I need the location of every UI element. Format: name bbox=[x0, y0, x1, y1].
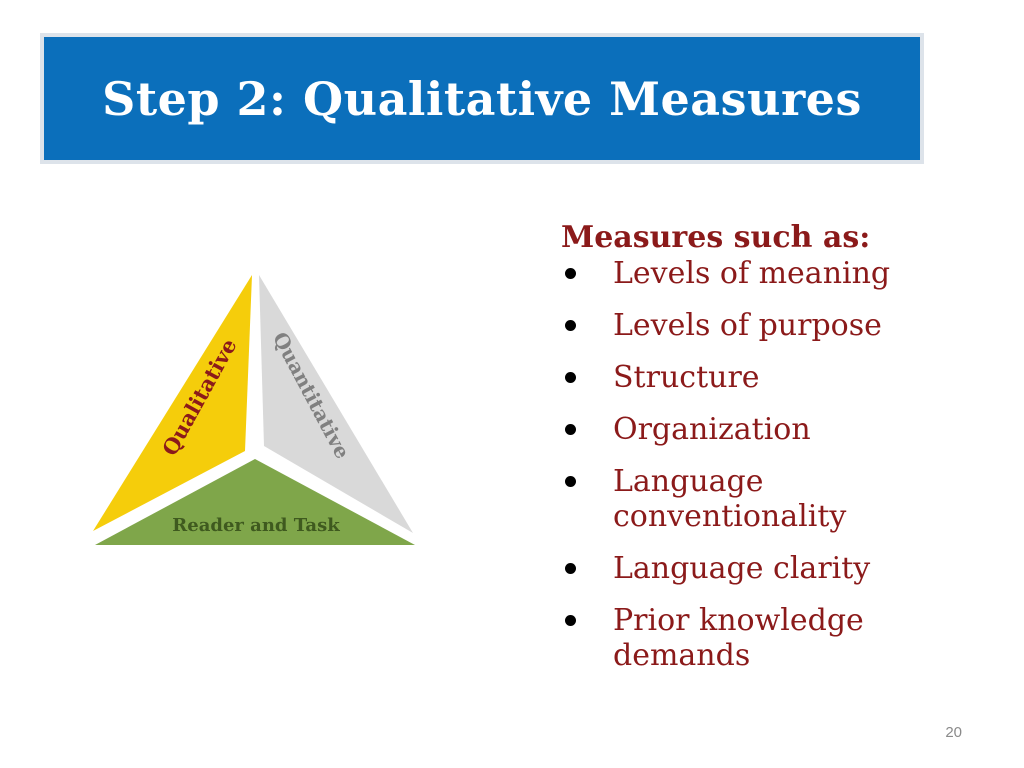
bullet-icon bbox=[565, 320, 576, 331]
list-item-label: Language clarity bbox=[613, 551, 871, 586]
triangle-diagram: Qualitative Quantitative Reader and Task bbox=[93, 275, 415, 545]
title-banner: Step 2: Qualitative Measures bbox=[40, 33, 924, 164]
text-complexity-triangle: Qualitative Quantitative Reader and Task bbox=[88, 268, 422, 553]
list-item-label: Levels of purpose bbox=[613, 308, 882, 343]
list-item: Levels of purpose bbox=[561, 308, 1001, 343]
list-item: Levels of meaning bbox=[561, 256, 1001, 291]
qualitative-segment bbox=[93, 275, 252, 531]
list-item: Language conventionality bbox=[561, 464, 873, 534]
measures-list: Levels of meaning Levels of purpose Stru… bbox=[561, 256, 1001, 673]
measures-heading: Measures such as: bbox=[561, 220, 871, 255]
reader-and-task-label: Reader and Task bbox=[172, 515, 340, 536]
bullet-icon bbox=[565, 615, 576, 626]
list-item-label: Prior knowledge demands bbox=[613, 603, 864, 673]
list-item: Prior knowledge demands bbox=[561, 603, 883, 673]
list-item-label: Structure bbox=[613, 360, 760, 395]
list-item: Structure bbox=[561, 360, 1001, 395]
list-item: Organization bbox=[561, 412, 1001, 447]
list-item-label: Language conventionality bbox=[613, 464, 847, 534]
quantitative-segment bbox=[259, 275, 413, 533]
slide-number: 20 bbox=[945, 724, 962, 741]
bullet-icon bbox=[565, 424, 576, 435]
bullet-icon bbox=[565, 563, 576, 574]
bullet-icon bbox=[565, 268, 576, 279]
slide-title: Step 2: Qualitative Measures bbox=[102, 71, 862, 126]
bullet-icon bbox=[565, 372, 576, 383]
list-item-label: Organization bbox=[613, 412, 811, 447]
list-item: Language clarity bbox=[561, 551, 1001, 586]
measures-panel: Measures such as: Levels of meaning Leve… bbox=[561, 220, 1001, 690]
bullet-icon bbox=[565, 476, 576, 487]
title-banner-fill: Step 2: Qualitative Measures bbox=[44, 37, 920, 160]
reader-and-task-segment bbox=[95, 459, 415, 545]
list-item-label: Levels of meaning bbox=[613, 256, 891, 291]
